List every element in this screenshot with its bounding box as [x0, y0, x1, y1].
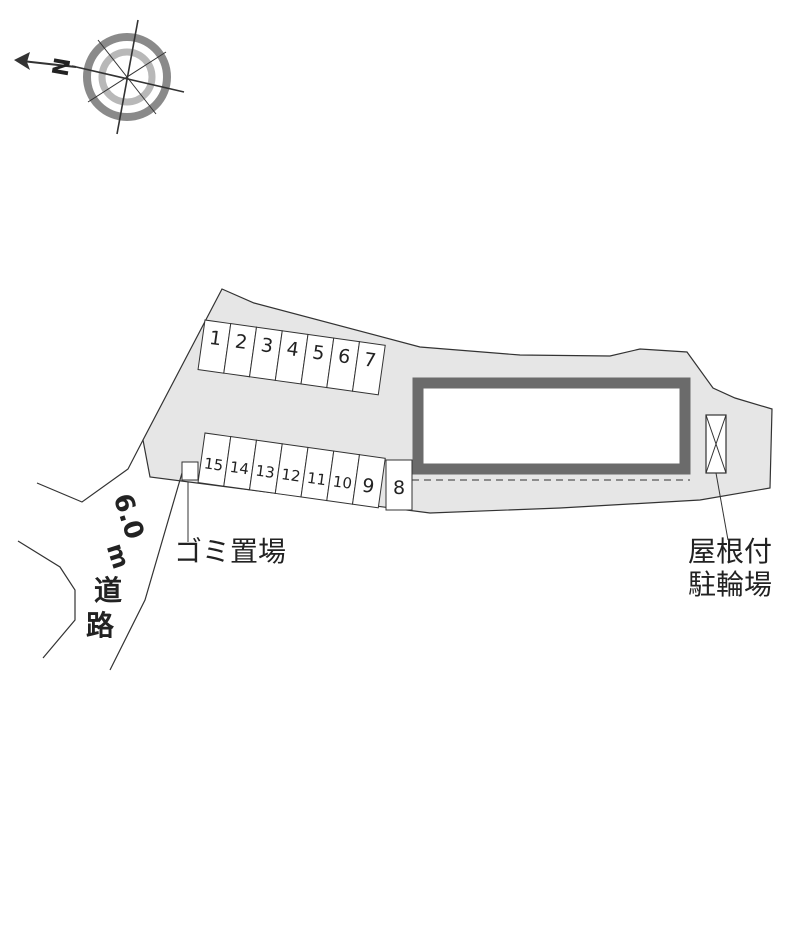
parking-space: 3	[248, 326, 283, 381]
north-label: N	[49, 56, 77, 78]
parking-space: 15	[197, 432, 232, 487]
garbage-area: ゴミ置場	[174, 461, 286, 568]
compass: N	[14, 19, 185, 135]
compass-needle-diag2	[97, 39, 157, 115]
road-name-label-2: 路	[86, 609, 115, 642]
bicycle-parking-cross-2	[705, 414, 727, 474]
parking-space-number: 6	[337, 345, 352, 368]
parking-space-number: 13	[254, 462, 275, 482]
parking-space-number: 15	[203, 454, 224, 474]
bicycle-label-line1: 屋根付	[688, 535, 772, 568]
parking-space: 9	[351, 454, 386, 509]
road-edge-left-upper	[36, 439, 144, 503]
bicycle-leader-line	[715, 472, 729, 541]
parking-space: 6	[326, 337, 361, 392]
road-edge-left-lower	[17, 540, 76, 659]
parking-space-number: 2	[234, 331, 249, 354]
parking-space-number: 3	[259, 334, 274, 357]
bicycle-parking: 屋根付 駐輪場	[688, 414, 772, 601]
parking-space-number: 11	[306, 469, 327, 489]
parking-space: 1	[197, 319, 232, 374]
compass-inner-ring	[98, 48, 156, 106]
road-width-label: 6.0	[107, 490, 150, 543]
parking-space-number: 4	[285, 338, 300, 361]
building	[412, 377, 691, 481]
bicycle-label-line2: 駐輪場	[688, 568, 772, 601]
road-unit-label: m	[101, 540, 135, 572]
north-arrow-line	[21, 60, 77, 68]
parking-space-number: 14	[229, 458, 250, 478]
road-name-label-1: 道	[94, 574, 122, 607]
parking-space: 11	[300, 446, 335, 502]
parking-space-number: 10	[332, 472, 353, 492]
road-edge-right	[109, 472, 183, 671]
garbage-label: ゴミ置場	[174, 535, 286, 568]
parking-space-number: 7	[362, 349, 377, 372]
parking-space: 4	[274, 330, 309, 385]
garbage-box	[181, 461, 199, 481]
parking-space-number: 9	[361, 474, 376, 497]
parking-space-number: 12	[280, 465, 301, 485]
north-arrow-head	[14, 52, 30, 70]
parking-space-number: 8	[393, 477, 405, 499]
parking-space: 2	[223, 323, 258, 378]
parking-space-number: 5	[311, 341, 326, 364]
parking-row-top: 1 2 3 4 5 6 7	[197, 319, 386, 396]
parking-space-number: 1	[208, 327, 223, 350]
building-outline	[412, 377, 691, 475]
compass-outer-ring	[83, 33, 171, 121]
parking-row-bottom: 15 14 13 12 11 10 9	[197, 432, 386, 509]
road: 6.0 m 道 路	[17, 439, 183, 671]
parking-space: 7	[351, 341, 386, 396]
parking-space-8: 8	[385, 459, 413, 511]
parking-space: 12	[274, 443, 309, 498]
